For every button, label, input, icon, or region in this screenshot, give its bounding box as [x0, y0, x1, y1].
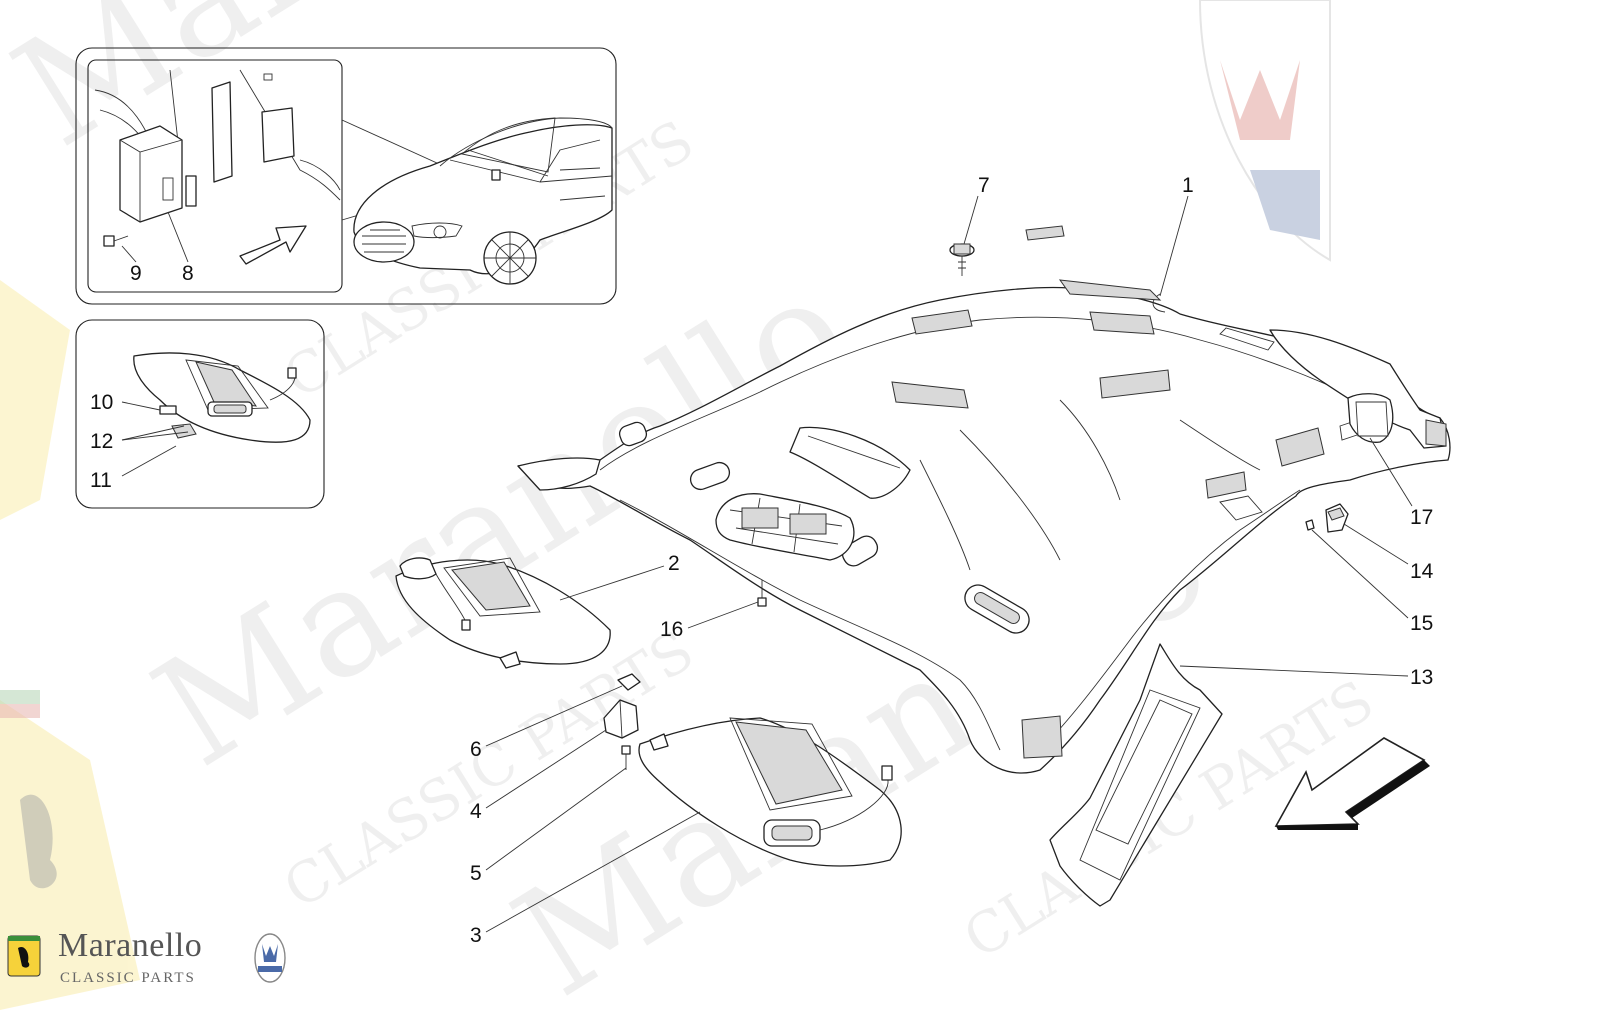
callout-3: 3	[470, 924, 482, 947]
clip-part-14	[1325, 503, 1349, 533]
callout-5: 5	[470, 862, 482, 885]
module-part-8	[119, 125, 197, 223]
direction-arrow-main	[1274, 737, 1426, 827]
pad-5	[1275, 427, 1325, 467]
callout-10: 10	[90, 391, 113, 414]
bolt-part-9	[103, 235, 129, 247]
callout-7: 7	[978, 174, 990, 197]
callout-8: 8	[182, 262, 194, 285]
callout-17: 17	[1410, 506, 1433, 529]
pad-7	[1021, 715, 1063, 759]
pad-1	[911, 309, 973, 335]
callout-9: 9	[130, 262, 142, 285]
sun-visor-part-3	[638, 717, 902, 867]
inset-sun-visor	[75, 319, 325, 509]
brand-logo-tagline: CLASSIC PARTS	[60, 970, 196, 986]
callout-13: 13	[1410, 666, 1433, 689]
pad-3	[891, 381, 969, 409]
brand-logo-text: Maranello	[58, 927, 203, 964]
car-grille	[353, 221, 415, 263]
callout-4: 4	[470, 800, 482, 823]
pad-4	[1099, 369, 1171, 399]
screw-part-5	[621, 745, 631, 770]
callout-labels: 1 2 3 4 5 6 7 8 9 10 11 12 13 14 15 16 1…	[90, 174, 1434, 947]
leader-lines	[485, 195, 1413, 933]
speaker-part-17	[1347, 393, 1394, 443]
callout-11: 11	[90, 469, 112, 492]
callout-15: 15	[1410, 612, 1433, 635]
headliner-part-1	[517, 279, 1451, 774]
callout-2: 2	[668, 552, 680, 575]
callout-6: 6	[470, 738, 482, 761]
inset-car-module	[75, 47, 617, 305]
callout-12: 12	[90, 430, 113, 453]
sun-visor-detail	[133, 352, 311, 443]
callout-14: 14	[1410, 560, 1434, 583]
maserati-trident-watermark	[1198, 0, 1331, 262]
ferrari-shield-watermark	[0, 280, 140, 1010]
car-illustration	[353, 117, 613, 285]
bracket-part-4	[603, 699, 639, 739]
pad-2	[1089, 311, 1155, 335]
watermark-mara-top: Mara	[0, 0, 422, 181]
screw-part-15	[1305, 519, 1315, 531]
clip-part-10	[159, 405, 177, 415]
clip-part-7	[949, 243, 975, 276]
callout-16: 16	[660, 618, 683, 641]
pad-6	[1205, 471, 1247, 499]
small-pad	[1025, 225, 1065, 241]
direction-arrow-inset	[239, 225, 307, 265]
ferrari-badge-icon	[7, 935, 41, 977]
pillar-trim-part-13	[1049, 643, 1223, 907]
callout-1: 1	[1182, 174, 1194, 197]
roof-console	[715, 426, 911, 561]
sun-visor-part-2	[395, 557, 611, 669]
clip-part-6	[617, 673, 641, 691]
maserati-trident-icon	[254, 933, 286, 983]
